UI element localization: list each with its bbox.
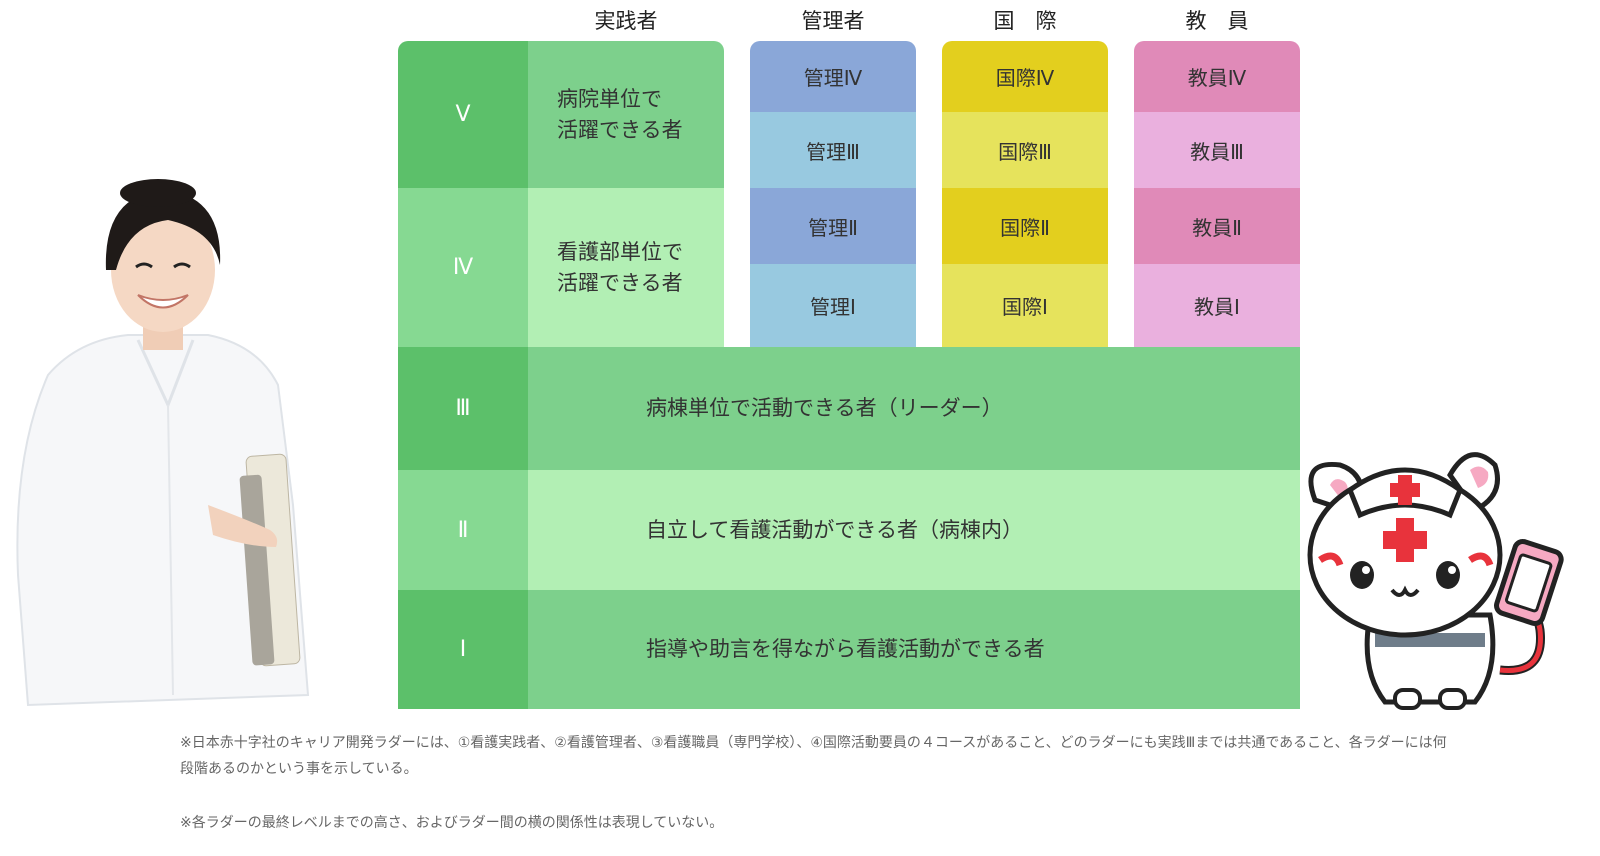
note-height-disclaimer: ※各ラダーの最終レベルまでの高さ、およびラダー間の横の関係性は表現していない。 xyxy=(180,815,724,831)
manager-level-2: 管理Ⅱ xyxy=(750,188,916,264)
level-i-label: Ⅰ xyxy=(398,590,528,709)
level-iv-label: Ⅳ xyxy=(398,188,528,347)
level-iii-description: 病棟単位で活動できる者（リーダー） xyxy=(528,347,1300,470)
level-ii-label: Ⅱ xyxy=(398,470,528,590)
level-iv-description: 看護部単位で 活躍できる者 xyxy=(528,188,724,347)
header-practitioner: 実践者 xyxy=(594,9,658,33)
educator-level-2: 教員Ⅱ xyxy=(1134,188,1300,264)
red-cross-mascot-illustration xyxy=(1307,452,1564,710)
common-levels-block: Ⅲ 病棟単位で活動できる者（リーダー） Ⅱ 自立して看護活動ができる者（病棟内）… xyxy=(398,347,1300,709)
international-level-4: 国際Ⅳ xyxy=(942,41,1108,112)
level-iii-label: Ⅲ xyxy=(398,347,528,470)
educator-ladder: 教員Ⅳ 教員Ⅲ 教員Ⅱ 教員Ⅰ xyxy=(1134,41,1300,347)
educator-level-3: 教員Ⅲ xyxy=(1134,112,1300,188)
level-v-label: Ⅴ xyxy=(398,41,528,188)
level-v-description: 病院単位で 活躍できる者 xyxy=(528,41,724,188)
international-level-2: 国際Ⅱ xyxy=(942,188,1108,264)
manager-level-3: 管理Ⅲ xyxy=(750,112,916,188)
header-manager: 管理者 xyxy=(801,9,865,33)
manager-level-1: 管理Ⅰ xyxy=(750,264,916,347)
level-i-description: 指導や助言を得ながら看護活動ができる者 xyxy=(528,590,1300,709)
header-educator: 教 員 xyxy=(1185,9,1249,33)
international-level-1: 国際Ⅰ xyxy=(942,264,1108,347)
educator-level-1: 教員Ⅰ xyxy=(1134,264,1300,347)
manager-ladder: 管理Ⅳ 管理Ⅲ 管理Ⅱ 管理Ⅰ xyxy=(750,41,916,347)
international-ladder: 国際Ⅳ 国際Ⅲ 国際Ⅱ 国際Ⅰ xyxy=(942,41,1108,347)
note-course-explanation: ※日本赤十字社のキャリア開発ラダーには、①看護実践者、②看護管理者、③看護職員（… xyxy=(180,735,1447,777)
manager-level-4: 管理Ⅳ xyxy=(750,41,916,112)
international-level-3: 国際Ⅲ xyxy=(942,112,1108,188)
practitioner-upper-block: Ⅴ 病院単位で 活躍できる者 Ⅳ 看護部単位で 活躍できる者 xyxy=(398,41,724,347)
nurse-illustration xyxy=(16,179,310,707)
level-ii-description: 自立して看護活動ができる者（病棟内） xyxy=(528,470,1300,590)
educator-level-4: 教員Ⅳ xyxy=(1134,41,1300,112)
header-international: 国 際 xyxy=(993,9,1057,33)
